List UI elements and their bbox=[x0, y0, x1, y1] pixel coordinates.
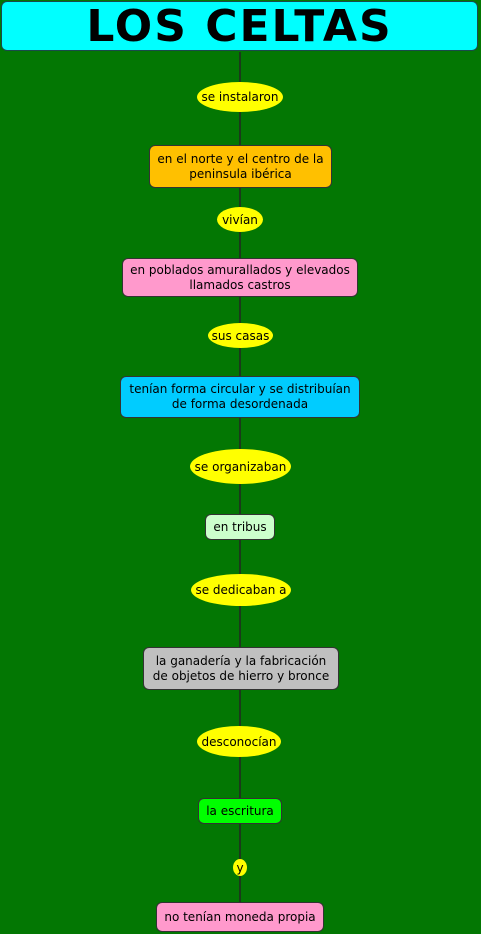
link-se-dedicaban-a[interactable]: se dedicaban a bbox=[191, 574, 291, 606]
map-title: LOS CELTAS bbox=[1, 1, 478, 52]
node-tribus[interactable]: en tribus bbox=[205, 514, 275, 540]
node-norte-centro[interactable]: en el norte y el centro de la peninsula … bbox=[149, 145, 332, 188]
link-se-organizaban[interactable]: se organizaban bbox=[190, 449, 291, 484]
link-desconocian[interactable]: desconocían bbox=[197, 726, 281, 757]
node-moneda[interactable]: no tenían moneda propia bbox=[156, 902, 324, 932]
link-vivian[interactable]: vivían bbox=[217, 207, 263, 232]
node-ganaderia[interactable]: la ganadería y la fabricación de objetos… bbox=[143, 647, 339, 690]
node-escritura[interactable]: la escritura bbox=[198, 798, 282, 824]
node-poblados[interactable]: en poblados amurallados y elevados llama… bbox=[122, 258, 358, 297]
link-sus-casas[interactable]: sus casas bbox=[208, 323, 273, 348]
node-casas-circulares[interactable]: tenían forma circular y se distribuían d… bbox=[120, 376, 360, 418]
link-se-instalaron[interactable]: se instalaron bbox=[197, 82, 283, 112]
link-y[interactable]: y bbox=[233, 859, 247, 876]
